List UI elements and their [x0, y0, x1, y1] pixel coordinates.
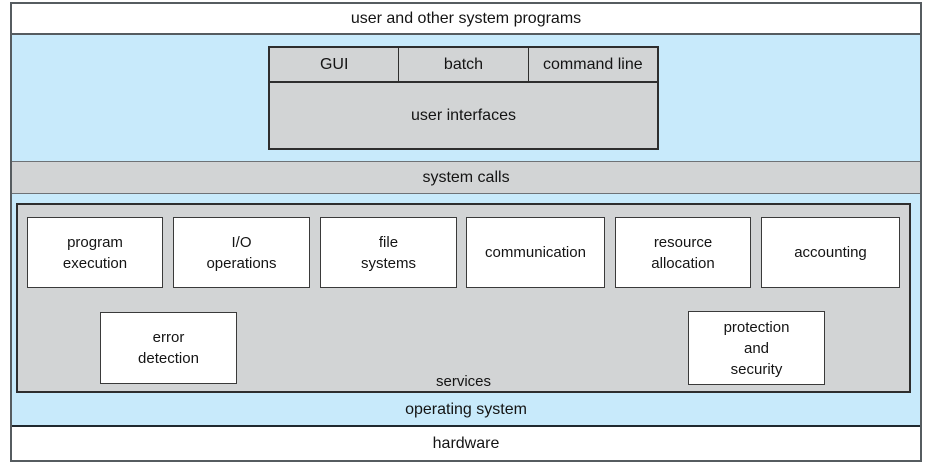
batch-cell: batch: [399, 48, 529, 81]
system-calls-label: system calls: [422, 169, 510, 186]
hardware-layer: hardware: [12, 425, 920, 460]
service-box-file-systems: file systems: [320, 217, 457, 288]
services-panel: program execution I/O operations file sy…: [16, 203, 911, 393]
user-interfaces-header: GUI batch command line: [270, 48, 657, 83]
service-box-error-detection: error detection: [100, 312, 237, 384]
diagram-frame: user and other system programs GUI batch…: [10, 2, 922, 462]
gui-cell: GUI: [270, 48, 400, 81]
user-programs-label: user and other system programs: [350, 10, 582, 27]
service-box-program-execution: program execution: [27, 217, 163, 288]
services-label: services: [435, 373, 491, 390]
command-line-cell: command line: [529, 48, 657, 81]
hardware-label: hardware: [432, 435, 500, 452]
service-box-protection-security: protection and security: [688, 311, 825, 385]
service-box-resource-allocation: resource allocation: [615, 217, 751, 288]
operating-system-label: operating system: [405, 401, 527, 418]
batch-label: batch: [443, 56, 484, 73]
user-programs-layer: user and other system programs: [12, 4, 920, 35]
gui-label: GUI: [319, 56, 349, 73]
service-box-communication: communication: [466, 217, 605, 288]
system-calls-layer: system calls: [12, 161, 920, 194]
service-box-io-operations: I/O operations: [173, 217, 310, 288]
command-line-label: command line: [543, 56, 643, 73]
user-interfaces-label: user interfaces: [411, 106, 516, 124]
service-box-accounting: accounting: [761, 217, 900, 288]
user-interfaces-box: GUI batch command line user interfaces: [268, 46, 659, 150]
